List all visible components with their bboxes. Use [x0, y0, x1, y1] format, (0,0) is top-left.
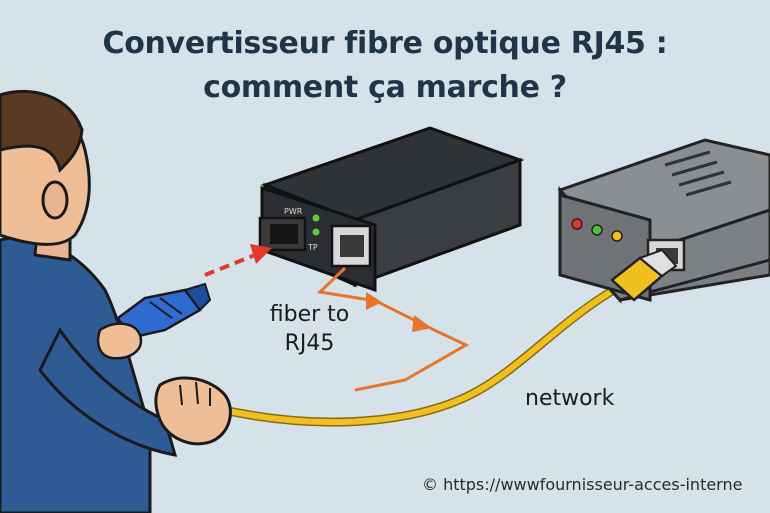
fiber-to-rj45-label: fiber to RJ45 [262, 300, 357, 358]
router-leds [571, 218, 623, 242]
converter-sfp-port [258, 216, 307, 252]
converter-rj45-port [330, 224, 372, 268]
hand-left [96, 322, 143, 360]
network-label: network [525, 386, 615, 411]
light-arrow-icon [204, 244, 272, 277]
fiber-label-line-1: fiber to [269, 302, 350, 327]
converter-leds [312, 214, 320, 236]
fiber-label-line-2: RJ45 [284, 331, 335, 356]
watermark-url: © https://wwwfournisseur-acces-internet.… [422, 475, 742, 494]
person [0, 89, 178, 513]
router-device [557, 138, 770, 304]
page-title-line-1: Convertisseur fibre optique RJ45 : [102, 26, 668, 61]
led-tp-label: TP [307, 243, 318, 252]
rj45-plug [610, 248, 678, 302]
signal-arrow-icon [316, 266, 470, 392]
hand-right [154, 376, 232, 446]
page-title-line-2: comment ça marche ? [203, 70, 567, 105]
led-pwr-label: PWR [284, 207, 303, 216]
